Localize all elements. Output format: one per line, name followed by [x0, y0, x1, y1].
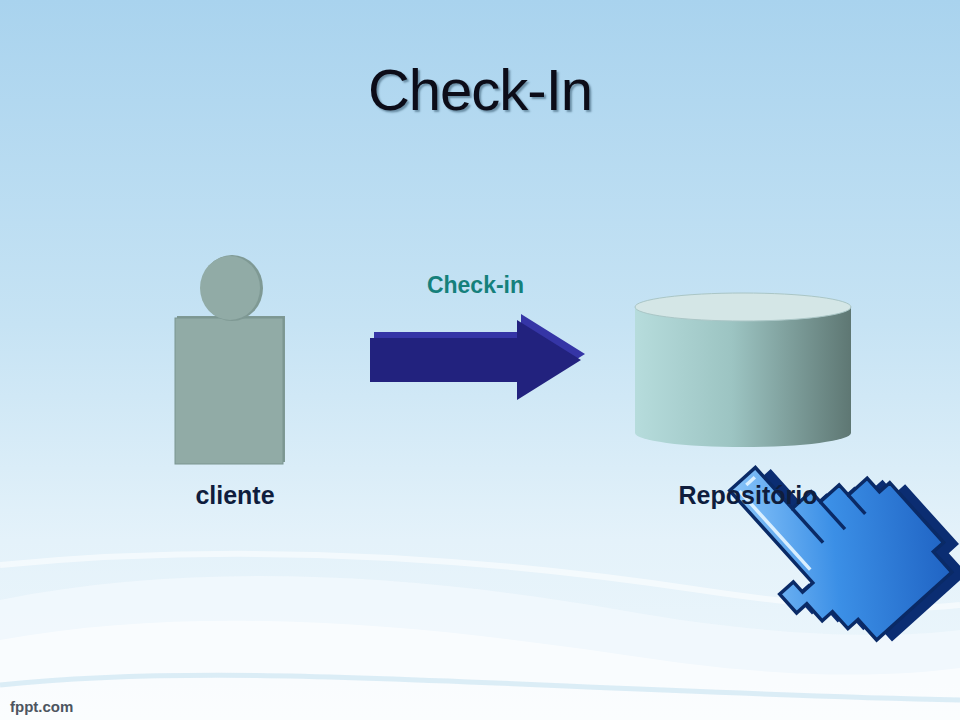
person-shape [160, 248, 300, 470]
node-label: cliente [160, 481, 310, 510]
watermark: fppt.com [10, 698, 73, 715]
wave-swoosh [0, 675, 960, 700]
wave-swoosh [0, 621, 960, 720]
cylinder-shape [623, 285, 863, 470]
edge-label: Check-in [427, 272, 524, 299]
block-arrow [370, 314, 585, 400]
node-label: Repositório [623, 481, 873, 510]
repository-cylinder: Repositório [623, 285, 873, 510]
person-figure: cliente [160, 248, 310, 510]
slide-title: Check-In [0, 56, 960, 123]
